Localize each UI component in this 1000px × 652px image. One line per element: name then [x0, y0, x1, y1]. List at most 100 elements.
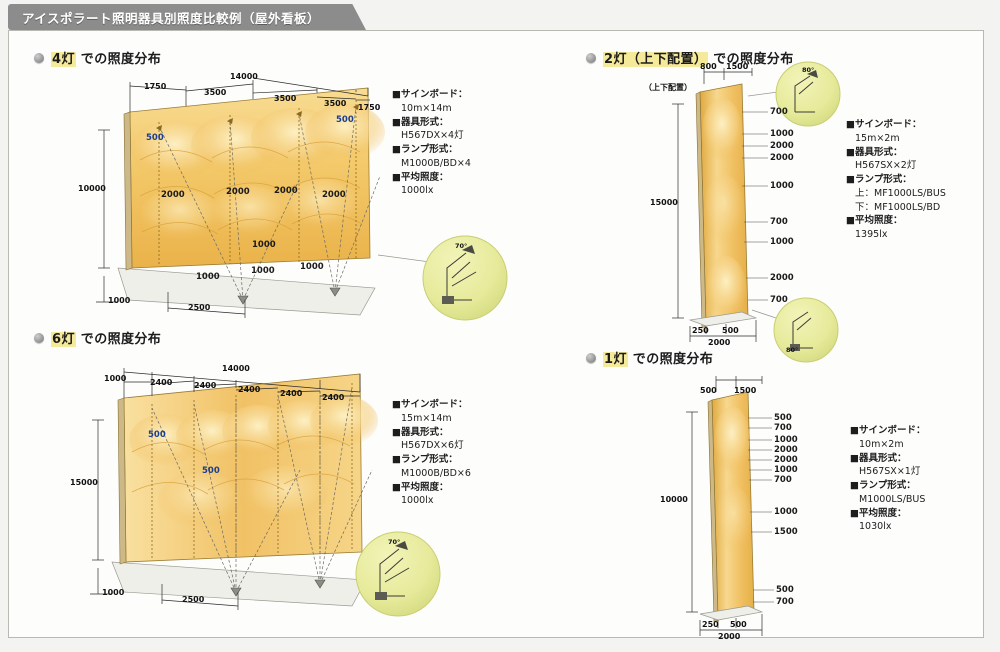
spec-1lamp-avg-value: 1030lx: [859, 521, 892, 533]
bullet-icon: [34, 332, 44, 343]
lux-2lamp-1: 700: [770, 107, 788, 117]
lux-2lamp-7: 1000: [770, 237, 794, 247]
dim-6lamp-mount: 1000: [102, 588, 125, 597]
dim-2lamp-height: 15000: [650, 198, 678, 207]
lux-4lamp-10: 1000: [300, 262, 324, 272]
lux-4lamp-6: 2000: [322, 190, 346, 200]
dim-1lamp-projection: 2000: [718, 632, 741, 641]
spec-1lamp-fixture-label: ■器具形式：: [850, 452, 907, 464]
spec-6lamp-lamp-value: M1000B/BD×6: [401, 467, 471, 479]
dim-4lamp-seg3: 3500: [274, 94, 297, 103]
spec-6lamp: ■サインボード： 15m×14m ■器具形式： H567DX×6灯 ■ランプ形式…: [392, 398, 471, 508]
lux-4lamp-1: 500: [146, 133, 164, 143]
lux-4lamp-3: 2000: [161, 190, 185, 200]
lux-2lamp-4: 2000: [770, 153, 794, 163]
spec-6lamp-signboard-value: 15m×14m: [401, 412, 452, 424]
lux-4lamp-2: 500: [336, 115, 354, 125]
spec-4lamp-signboard-label: ■サインボード：: [392, 89, 468, 100]
spec-4lamp-avg-value: 1000lx: [401, 185, 434, 197]
page-title: アイスポラート照明器具別照度比較例（屋外看板）: [22, 10, 321, 26]
callout-2lamp-bottom: 80°: [751, 297, 839, 363]
spec-6lamp-fixture-label: ■器具形式：: [392, 426, 449, 438]
lux-1lamp-3: 1000: [774, 435, 798, 445]
dim-2lamp-top-note: （上下配置）: [644, 83, 692, 92]
lux-4lamp-9: 1000: [251, 266, 275, 276]
lux-1lamp-2: 700: [774, 423, 792, 433]
lux-1lamp-1: 500: [774, 413, 792, 423]
spec-2lamp-lamp-label: ■ランプ形式：: [846, 174, 912, 186]
dim-6lamp-total: 14000: [222, 364, 250, 373]
spec-6lamp-lamp-label: ■ランプ形式：: [392, 454, 458, 466]
dim-4lamp-seg1: 1750: [144, 82, 167, 91]
bullet-icon: [586, 352, 596, 363]
lux-2lamp-6: 700: [770, 217, 788, 227]
lux-2lamp-2: 1000: [770, 129, 794, 139]
board-6lamp: [90, 368, 378, 610]
spec-1lamp-fixture-value: H567SX×1灯: [859, 466, 921, 478]
section-heading-lamp2: 2灯（上下配置） での照度分布: [586, 48, 794, 67]
spec-2lamp-signboard-value: 15m×2m: [855, 132, 900, 144]
spec-4lamp-signboard-value: 10m×14m: [401, 102, 452, 114]
spec-2lamp-avg-label: ■平均照度：: [846, 215, 903, 227]
dim-4lamp-total: 14000: [230, 72, 258, 81]
lux-1lamp-6: 1000: [774, 465, 798, 475]
dim-2lamp-projection: 2000: [708, 338, 731, 347]
dim-2lamp-base-a: 250: [692, 326, 709, 335]
dim-6lamp-seg5: 2400: [280, 389, 303, 398]
callout-4lamp: 70°: [377, 235, 508, 321]
dim-2lamp-top-a: 800: [700, 62, 717, 71]
lux-1lamp-5: 2000: [774, 455, 798, 465]
spec-1lamp: ■サインボード： 10m×2m ■器具形式： H567SX×1灯 ■ランプ形式：…: [850, 424, 925, 534]
board-4lamp: [96, 77, 385, 318]
callout-angle-2lamp-top: 80°: [802, 66, 814, 74]
dim-4lamp-projection: 2500: [188, 303, 211, 312]
spec-2lamp-lamp-value-top: 上：MF1000LS/BUS: [855, 187, 946, 199]
spec-1lamp-lamp-label: ■ランプ形式：: [850, 480, 916, 492]
spec-4lamp-lamp-label: ■ランプ形式：: [392, 144, 458, 156]
dim-6lamp-seg1: 1000: [104, 374, 127, 383]
dim-6lamp-seg2: 2400: [150, 378, 173, 387]
dim-1lamp-top-a: 500: [700, 386, 717, 395]
dim-4lamp-seg4: 3500: [324, 99, 347, 108]
lux-2lamp-5: 1000: [770, 181, 794, 191]
spec-1lamp-avg-label: ■平均照度：: [850, 507, 907, 519]
lux-4lamp-7: 1000: [252, 240, 276, 250]
bullet-icon: [34, 52, 44, 63]
dim-6lamp-height: 15000: [70, 478, 98, 487]
dim-6lamp-seg3: 2400: [194, 381, 217, 390]
section-title-lamp4: 4灯 での照度分布: [51, 52, 162, 67]
lux-2lamp-8: 2000: [770, 273, 794, 283]
spec-1lamp-signboard-value: 10m×2m: [859, 438, 904, 450]
lux-1lamp-4: 2000: [774, 445, 798, 455]
dim-4lamp-height: 10000: [78, 184, 106, 193]
lux-2lamp-9: 700: [770, 295, 788, 305]
board-1lamp: [686, 376, 774, 636]
dim-2lamp-base-b: 500: [722, 326, 739, 335]
lux-4lamp-5: 2000: [274, 186, 298, 196]
spec-4lamp-lamp-value: M1000B/BD×4: [401, 157, 471, 169]
spec-6lamp-avg-value: 1000lx: [401, 495, 434, 507]
lux-1lamp-10: 500: [776, 585, 794, 595]
dim-1lamp-base-b: 500: [730, 620, 747, 629]
title-tabbar: アイスポラート照明器具別照度比較例（屋外看板）: [0, 0, 1000, 34]
spec-2lamp-avg-value: 1395lx: [855, 229, 888, 241]
dim-6lamp-seg6: 2400: [322, 393, 345, 402]
callout-angle-2lamp-bottom: 80°: [786, 346, 798, 354]
dim-6lamp-projection: 2500: [182, 595, 205, 604]
dim-2lamp-top-b: 1500: [726, 62, 749, 71]
board-2lamp: [672, 68, 768, 342]
lux-2lamp-3: 2000: [770, 141, 794, 151]
bullet-icon: [586, 52, 596, 63]
spec-2lamp-fixture-label: ■器具形式：: [846, 146, 903, 158]
spec-2lamp-lamp-value-bottom: 下：MF1000LS/BD: [855, 201, 941, 213]
spec-6lamp-avg-label: ■平均照度：: [392, 481, 449, 493]
callout-2lamp-top: 80°: [747, 61, 841, 127]
dim-4lamp-seg2: 3500: [204, 88, 227, 97]
spec-2lamp-signboard-label: ■サインボード：: [846, 119, 922, 130]
spec-4lamp-fixture-label: ■器具形式：: [392, 116, 449, 128]
dim-1lamp-base-a: 250: [702, 620, 719, 629]
spec-4lamp-avg-label: ■平均照度：: [392, 171, 449, 183]
callout-6lamp: 70°: [355, 531, 441, 617]
